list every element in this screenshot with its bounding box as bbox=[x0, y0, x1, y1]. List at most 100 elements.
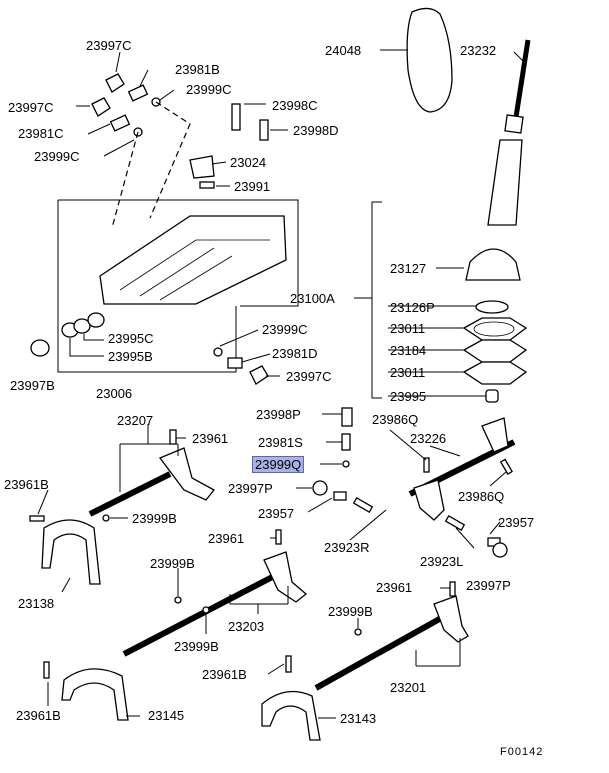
label-23995B[interactable]: 23995B bbox=[108, 349, 153, 364]
label-23961-c[interactable]: 23961 bbox=[376, 580, 413, 595]
plate-23011-a bbox=[462, 317, 528, 341]
label-23998C[interactable]: 23998C bbox=[272, 98, 318, 113]
shift-knob bbox=[406, 7, 453, 113]
bushing-23995 bbox=[485, 389, 499, 403]
leader-lines bbox=[37, 49, 525, 719]
pin-23961B-a bbox=[29, 515, 45, 522]
label-23999C-c[interactable]: 23999C bbox=[262, 322, 308, 337]
label-23998D[interactable]: 23998D bbox=[293, 123, 339, 138]
spring-23981B bbox=[127, 84, 149, 102]
label-23981B[interactable]: 23981B bbox=[175, 62, 220, 77]
label-23024[interactable]: 23024 bbox=[230, 155, 267, 170]
bolt-23998P bbox=[341, 407, 353, 427]
plug-23997P-a bbox=[312, 480, 328, 496]
label-23999B-b[interactable]: 23999B bbox=[150, 556, 195, 571]
label-23207[interactable]: 23207 bbox=[117, 413, 154, 428]
label-23006[interactable]: 23006 bbox=[96, 386, 133, 401]
plate-23184 bbox=[462, 339, 528, 363]
label-23961-a[interactable]: 23961 bbox=[192, 431, 229, 446]
label-23999B-c[interactable]: 23999B bbox=[174, 639, 219, 654]
label-23961B-a[interactable]: 23961B bbox=[4, 477, 49, 492]
pin-23923L bbox=[444, 515, 466, 531]
label-23201[interactable]: 23201 bbox=[390, 680, 427, 695]
rail-23207 bbox=[88, 471, 172, 517]
ball-23999B-d bbox=[354, 628, 362, 636]
spring-23981S bbox=[341, 433, 351, 451]
label-23997C-b[interactable]: 23997C bbox=[8, 100, 54, 115]
pin-23986Q-a bbox=[423, 457, 430, 473]
label-23961-b[interactable]: 23961 bbox=[208, 531, 245, 546]
lever-boot-tube bbox=[487, 139, 523, 226]
label-23138[interactable]: 23138 bbox=[18, 596, 55, 611]
label-23100A[interactable]: 23100A bbox=[290, 291, 335, 306]
label-23011-b[interactable]: 23011 bbox=[390, 365, 426, 380]
lever-23226 bbox=[481, 417, 509, 453]
plug-23997C-b bbox=[91, 97, 111, 117]
label-23999C-a[interactable]: 23999C bbox=[186, 82, 232, 97]
label-23232[interactable]: 23232 bbox=[460, 43, 497, 58]
lever-collar bbox=[504, 114, 524, 134]
label-23999Q-highlighted[interactable]: 23999Q bbox=[252, 456, 305, 473]
plate-23126P bbox=[475, 300, 509, 314]
gear-cover-23006 bbox=[99, 215, 287, 305]
label-23226[interactable]: 23226 bbox=[410, 431, 447, 446]
label-23127[interactable]: 23127 bbox=[390, 261, 427, 276]
pin-23923R bbox=[352, 497, 374, 513]
bushing-23995C-c bbox=[87, 312, 105, 328]
ball-23999B-b bbox=[174, 596, 182, 604]
label-23997B[interactable]: 23997B bbox=[10, 378, 55, 393]
fork-23226 bbox=[413, 479, 445, 521]
label-23961B-b[interactable]: 23961B bbox=[202, 667, 247, 682]
ball-23999B-c bbox=[202, 606, 210, 614]
shift-lever-rod bbox=[511, 39, 531, 131]
ball-23999B-a bbox=[102, 514, 110, 522]
cover-bracket-23006 bbox=[58, 199, 299, 307]
label-23957-a[interactable]: 23957 bbox=[258, 506, 295, 521]
label-23995[interactable]: 23995 bbox=[390, 389, 427, 404]
spring-23981C bbox=[109, 114, 131, 132]
spring-23981D bbox=[227, 357, 243, 369]
plate-23011-b bbox=[462, 361, 528, 385]
label-23145[interactable]: 23145 bbox=[148, 708, 185, 723]
bushing-23997B bbox=[30, 339, 50, 357]
pin-23986Q-b bbox=[499, 458, 513, 475]
label-23986Q-a[interactable]: 23986Q bbox=[372, 412, 419, 427]
label-23999C-b[interactable]: 23999C bbox=[34, 149, 80, 164]
pin-23961-c bbox=[449, 581, 456, 597]
fork-23143 bbox=[261, 690, 321, 741]
label-24048[interactable]: 24048 bbox=[325, 43, 362, 58]
label-23997P-b[interactable]: 23997P bbox=[466, 578, 511, 593]
pin-23961-a bbox=[169, 429, 177, 445]
label-23184[interactable]: 23184 bbox=[390, 343, 427, 358]
figure-reference: F00142 bbox=[500, 746, 544, 758]
fork-23145 bbox=[61, 668, 129, 721]
label-23991[interactable]: 23991 bbox=[234, 179, 271, 194]
label-23998P[interactable]: 23998P bbox=[256, 407, 301, 422]
label-23981C[interactable]: 23981C bbox=[18, 126, 64, 141]
plug-23997P-b bbox=[492, 542, 508, 558]
label-23999B-a[interactable]: 23999B bbox=[132, 511, 177, 526]
label-23986Q-b[interactable]: 23986Q bbox=[458, 489, 505, 504]
ball-23999C-c bbox=[213, 347, 223, 357]
label-23011-a[interactable]: 23011 bbox=[390, 321, 426, 336]
label-23203[interactable]: 23203 bbox=[228, 619, 265, 634]
plug-23997C-a bbox=[105, 73, 125, 93]
label-23923R[interactable]: 23923R bbox=[324, 540, 370, 555]
fork-23207 bbox=[158, 447, 215, 501]
label-23997C-a[interactable]: 23997C bbox=[86, 38, 132, 53]
label-23995C[interactable]: 23995C bbox=[108, 331, 154, 346]
label-23981D[interactable]: 23981D bbox=[272, 346, 318, 361]
label-23999B-d[interactable]: 23999B bbox=[328, 604, 373, 619]
label-23981S[interactable]: 23981S bbox=[258, 435, 303, 450]
rail-23201 bbox=[314, 609, 454, 691]
switch-23024 bbox=[189, 155, 215, 179]
label-23997P-a[interactable]: 23997P bbox=[228, 481, 273, 496]
label-23923L[interactable]: 23923L bbox=[420, 554, 464, 569]
label-23957-b[interactable]: 23957 bbox=[498, 515, 535, 530]
label-23143[interactable]: 23143 bbox=[340, 711, 377, 726]
label-23997C-c[interactable]: 23997C bbox=[286, 369, 332, 384]
label-23961B-c[interactable]: 23961B bbox=[16, 708, 61, 723]
label-23126P[interactable]: 23126P bbox=[390, 300, 435, 315]
